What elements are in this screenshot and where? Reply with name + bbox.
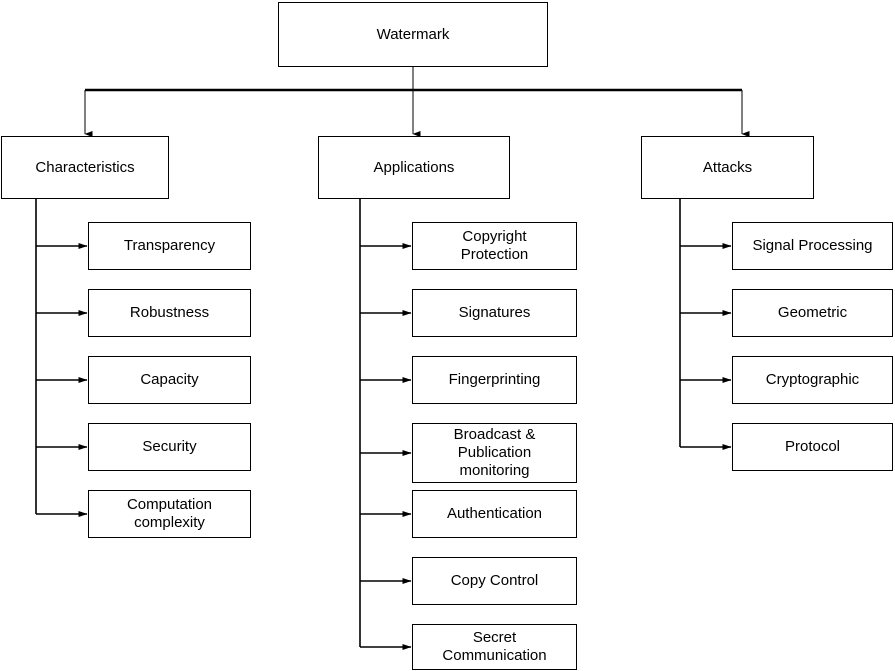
- node-leaf-broadcast-publication-monitoring[interactable]: Broadcast & Publication monitoring: [412, 423, 577, 483]
- node-label: Security: [142, 438, 197, 456]
- node-label: Attacks: [702, 158, 753, 176]
- node-label: Fingerprinting: [448, 371, 541, 389]
- node-label: Computation complexity: [126, 496, 213, 531]
- node-leaf-copy-control[interactable]: Copy Control: [412, 557, 577, 605]
- node-watermark-root[interactable]: Watermark: [278, 2, 548, 67]
- node-label: Authentication: [446, 505, 543, 523]
- node-leaf-authentication[interactable]: Authentication: [412, 490, 577, 538]
- node-leaf-protocol[interactable]: Protocol: [732, 423, 893, 471]
- node-label: Watermark: [376, 25, 450, 43]
- node-leaf-secret-communication[interactable]: Secret Communication: [412, 624, 577, 670]
- node-leaf-capacity[interactable]: Capacity: [88, 356, 251, 404]
- node-label: Signal Processing: [752, 237, 873, 255]
- node-leaf-copyright-protection[interactable]: Copyright Protection: [412, 222, 577, 270]
- node-label: Signatures: [458, 304, 531, 322]
- node-label: Transparency: [123, 237, 216, 255]
- node-leaf-robustness[interactable]: Robustness: [88, 289, 251, 337]
- node-label: Applications: [373, 158, 455, 176]
- node-leaf-computation-complexity[interactable]: Computation complexity: [88, 490, 251, 538]
- node-category-applications[interactable]: Applications: [318, 136, 510, 199]
- node-leaf-fingerprinting[interactable]: Fingerprinting: [412, 356, 577, 404]
- node-leaf-cryptographic[interactable]: Cryptographic: [732, 356, 893, 404]
- node-leaf-transparency[interactable]: Transparency: [88, 222, 251, 270]
- node-leaf-geometric[interactable]: Geometric: [732, 289, 893, 337]
- node-label: Protocol: [784, 438, 841, 456]
- node-category-attacks[interactable]: Attacks: [641, 136, 814, 199]
- node-label: Geometric: [777, 304, 848, 322]
- node-leaf-security[interactable]: Security: [88, 423, 251, 471]
- node-label: Copyright Protection: [460, 228, 529, 263]
- node-category-characteristics[interactable]: Characteristics: [1, 136, 169, 199]
- node-label: Secret Communication: [442, 629, 547, 664]
- node-label: Capacity: [140, 371, 199, 389]
- node-leaf-signatures[interactable]: Signatures: [412, 289, 577, 337]
- node-label: Robustness: [129, 304, 210, 322]
- node-label: Cryptographic: [765, 371, 860, 389]
- node-label: Broadcast & Publication monitoring: [453, 426, 536, 479]
- node-label: Characteristics: [35, 158, 135, 176]
- node-leaf-signal-processing[interactable]: Signal Processing: [732, 222, 893, 270]
- node-label: Copy Control: [450, 572, 539, 590]
